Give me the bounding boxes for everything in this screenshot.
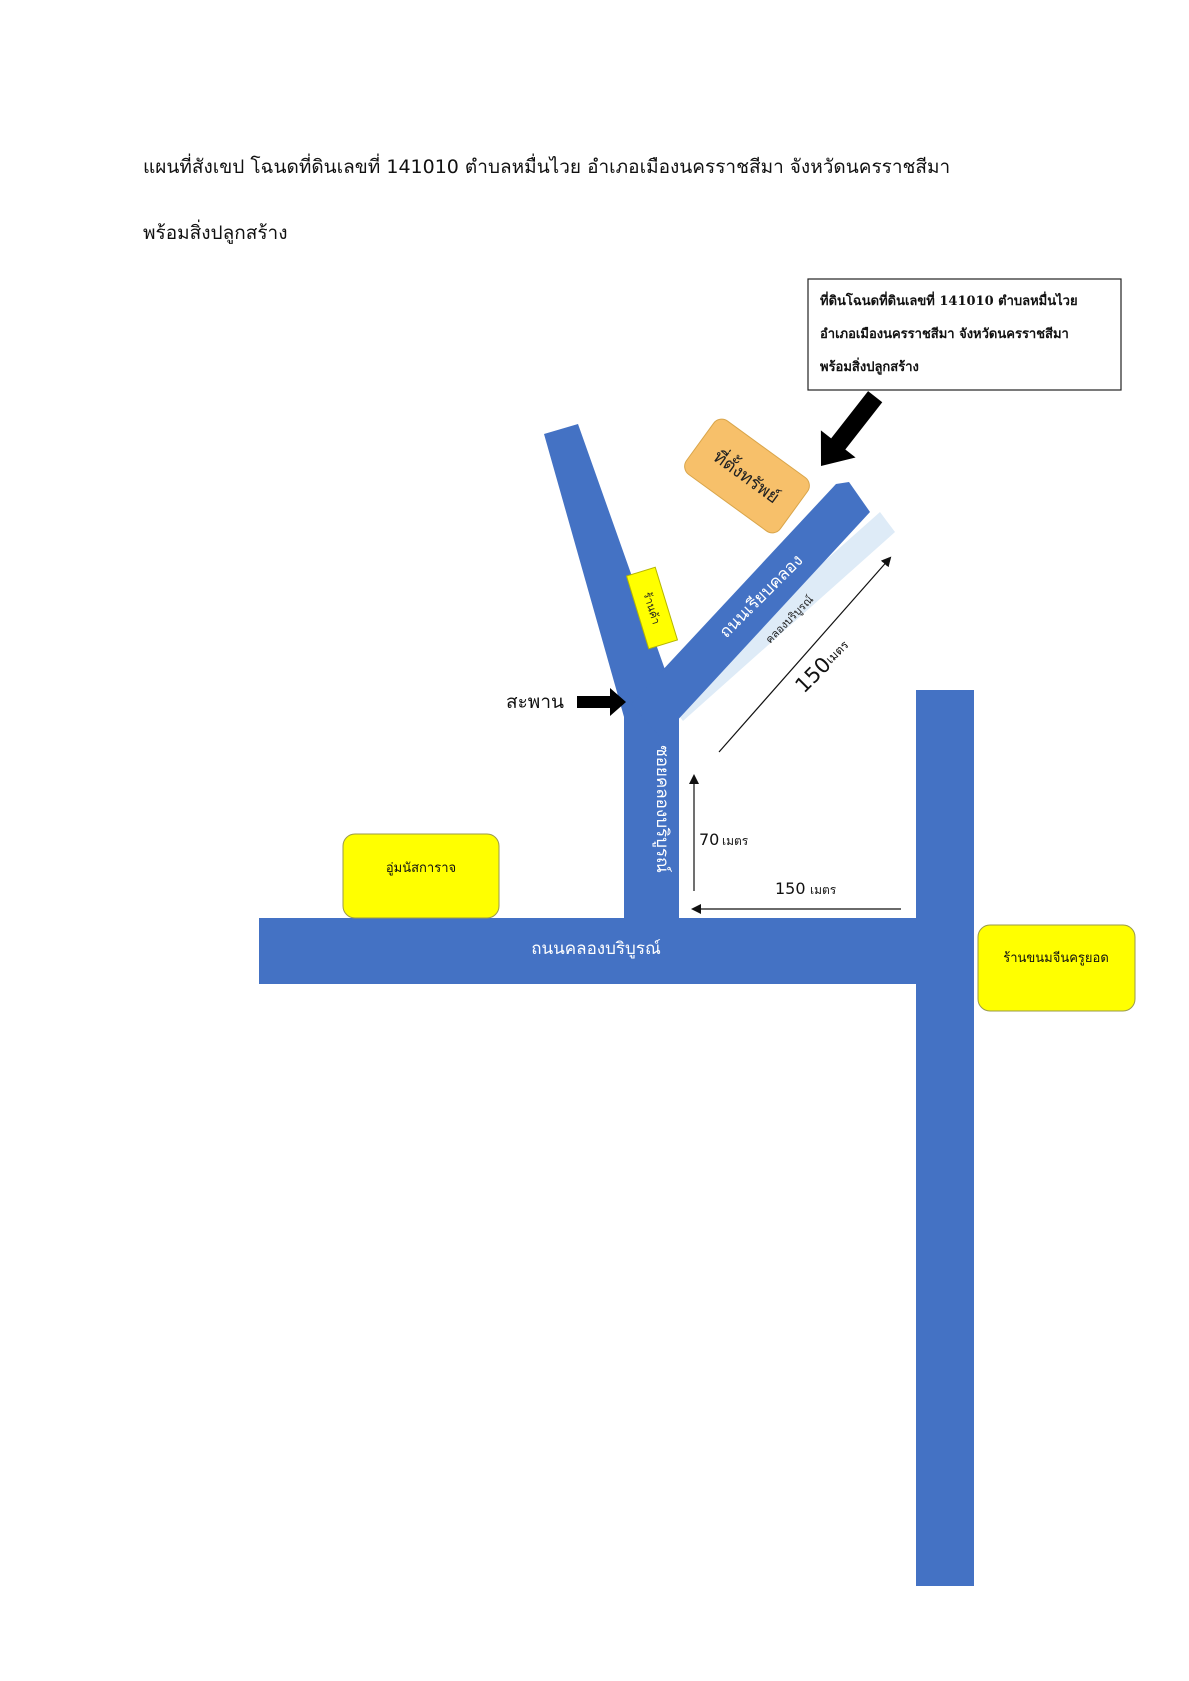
callout-box [807,278,1122,391]
main-road [259,918,930,984]
soi-distance-unit: เมตร [722,834,749,848]
soi-distance-value: 70 [699,830,719,849]
property-pointer-arrow [820,391,883,466]
callout-line-2: อำเภอเมืองนครราชสีมา จังหวัดนครราชสีมา [820,326,1069,342]
shop-small-marker: ร้านค้า [625,566,679,650]
garage-marker [342,833,500,919]
right-vertical-road [916,690,974,1586]
main-distance-value: 150 [775,879,806,898]
property-marker: ที่ตั้งทรัพย์ [684,418,810,534]
soi-road [624,700,679,918]
main-road-label: ถนนคลองบริบูรณ์ [531,939,661,959]
soi-road-label: ซอยคลองบริบูรณ์ [652,745,672,873]
canal-road [631,482,870,738]
bridge-label: สะพาน [506,691,564,713]
bridge-arrow [577,688,626,716]
map-subtitle: พร้อมสิ่งปลูกสร้าง [143,222,288,244]
main-distance-unit: เมตร [810,883,837,897]
upper-left-road [544,424,680,724]
canal-distance-unit: เมตร [823,638,852,667]
canal-distance-arrow [718,556,892,753]
map-title: แผนที่สังเขป โฉนดที่ดินเลขที่ 141010 ตำบ… [143,156,951,178]
noodle-shop-label: ร้านขนมจีนครูยอด [1003,950,1109,966]
callout-line-1: ที่ดินโฉนดที่ดินเลขที่ 141010 ตำบลหมื่นไ… [820,291,1078,309]
callout-line-3: พร้อมสิ่งปลูกสร้าง [820,357,919,375]
noodle-shop-marker [977,924,1136,1012]
garage-label: อู่มนัสการาจ [386,861,456,876]
